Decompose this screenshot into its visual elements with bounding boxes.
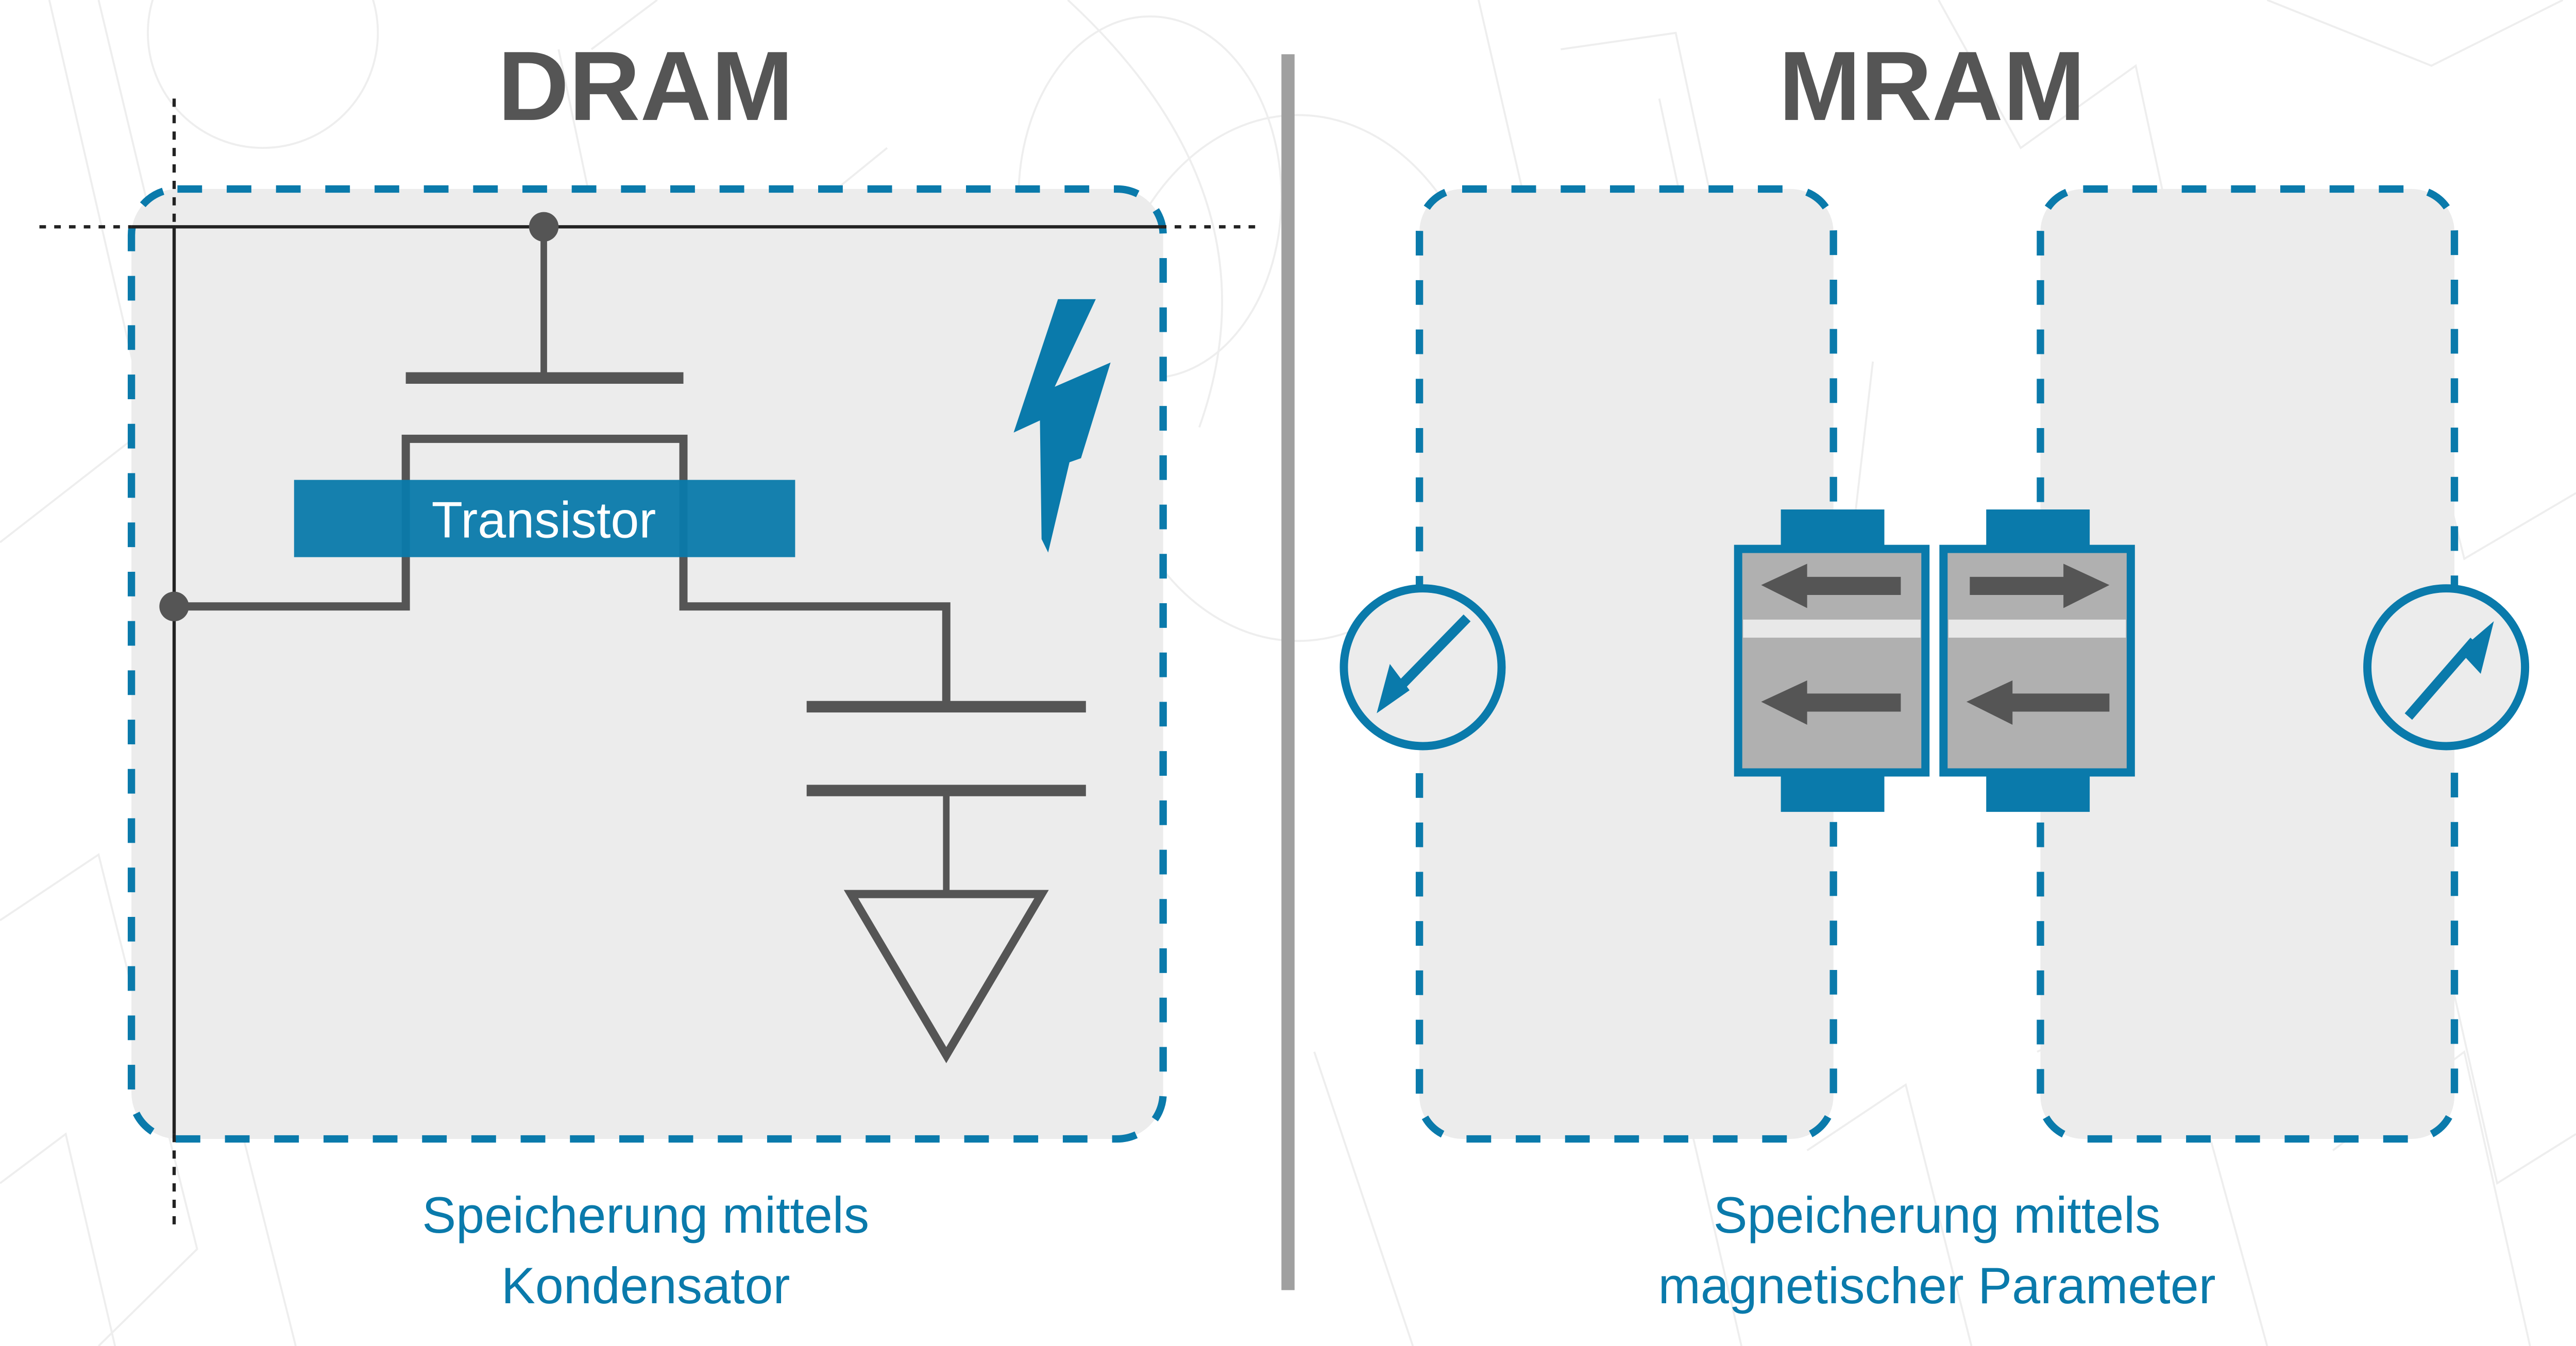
transistor-channel bbox=[174, 434, 951, 707]
dram-title: DRAM bbox=[498, 31, 793, 141]
top-electrode bbox=[1781, 509, 1885, 549]
dram-caption-line1: Speicherung mittels bbox=[422, 1186, 869, 1243]
tunnel-barrier bbox=[1743, 619, 1921, 638]
mram-title: MRAM bbox=[1778, 31, 2085, 141]
fixed-layer-arrow-left-icon bbox=[1966, 680, 2110, 725]
mram-cell-panel-right bbox=[2037, 185, 2459, 1143]
section-divider bbox=[1281, 54, 1295, 1290]
fixed-layer-arrow-left-icon bbox=[1761, 680, 1901, 725]
dram-section: DRAM Transistor Speicherung mittels bbox=[39, 31, 1262, 1314]
mtj-cell-1 bbox=[1734, 509, 1930, 812]
bottom-electrode bbox=[1781, 772, 1885, 812]
ground-symbol-icon bbox=[843, 890, 1049, 1063]
top-electrode bbox=[1986, 509, 2090, 549]
dram-cell-panel bbox=[127, 185, 1167, 1143]
capacitor-symbol-icon bbox=[806, 701, 1086, 894]
lightning-bolt-icon bbox=[1013, 299, 1111, 553]
free-layer-arrow-left-icon bbox=[1761, 564, 1901, 608]
dram-caption-line2: Kondensator bbox=[501, 1257, 790, 1314]
mram-section: MRAM bbox=[1340, 31, 2530, 1314]
resistance-meter-high-icon bbox=[2363, 584, 2530, 751]
transistor-label-box bbox=[294, 480, 795, 557]
mram-cell-panel-left bbox=[1415, 185, 1837, 1143]
bit-line-junction bbox=[159, 591, 189, 621]
tunnel-barrier bbox=[1948, 619, 2126, 638]
mram-caption-line1: Speicherung mittels bbox=[1714, 1186, 2161, 1243]
bottom-electrode bbox=[1986, 772, 2090, 812]
resistance-meter-low-icon bbox=[1340, 584, 1506, 751]
mtj-cell-2 bbox=[1939, 509, 2135, 812]
mram-caption-line2: magnetischer Parameter bbox=[1658, 1257, 2215, 1314]
transistor-label: Transistor bbox=[432, 491, 656, 548]
free-layer-arrow-right-icon bbox=[1970, 564, 2110, 608]
